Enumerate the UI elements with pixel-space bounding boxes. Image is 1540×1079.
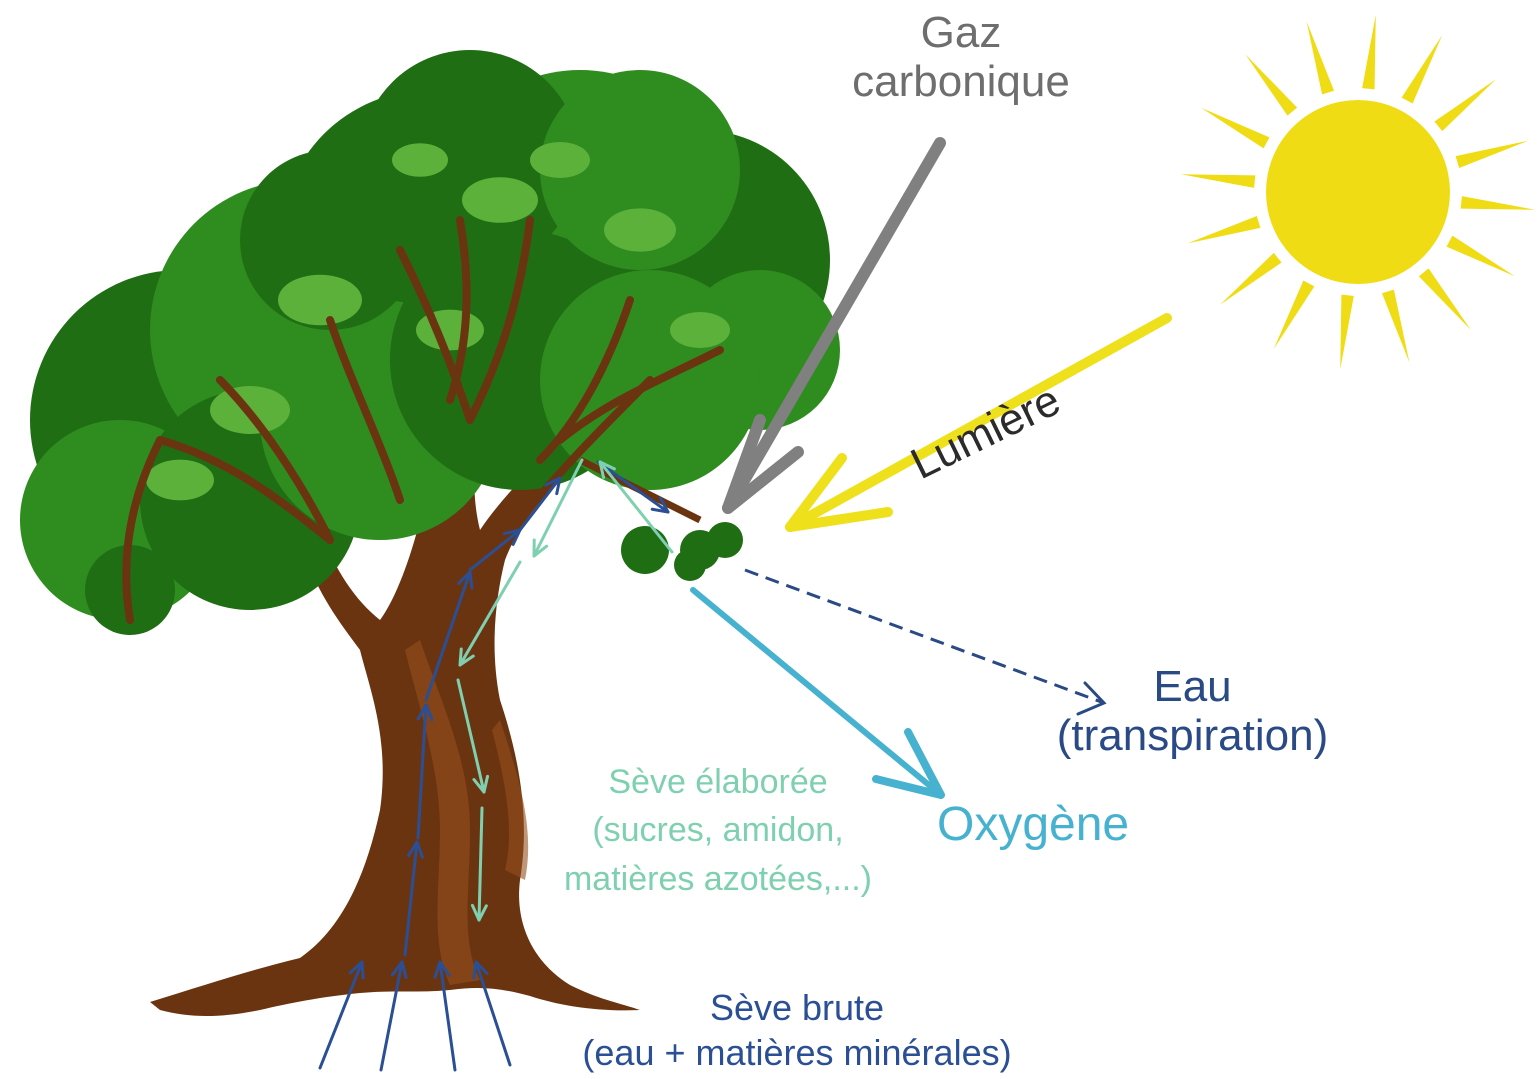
- raw-sap-line1: Sève brute: [532, 986, 1062, 1031]
- sun-ray: [1434, 79, 1495, 131]
- sun-ray: [1461, 196, 1535, 210]
- elaborated-sap-line1: Sève élaborée: [518, 758, 918, 806]
- canopy-highlight: [604, 208, 676, 251]
- raw-sap-label: Sève brute (eau + matières minérales): [532, 986, 1062, 1075]
- co2-label: Gaz carbonique: [826, 8, 1096, 107]
- elaborated-sap-line2: (sucres, amidon,: [518, 806, 918, 854]
- sun-ray: [1402, 35, 1443, 103]
- sun-ray: [1201, 108, 1269, 149]
- raw-sap-line2: (eau + matières minérales): [532, 1031, 1062, 1076]
- sun-ray: [1274, 281, 1315, 349]
- twig-leaf: [707, 522, 743, 558]
- canopy-highlight: [392, 143, 448, 177]
- sun-ray: [1181, 174, 1255, 188]
- twig-leaf: [674, 549, 706, 581]
- sun-ray: [1362, 15, 1376, 89]
- elaborated-sap-label: Sève élaborée (sucres, amidon, matières …: [518, 758, 918, 903]
- canopy-highlight: [462, 177, 538, 223]
- sun-ray: [1220, 253, 1281, 305]
- elaborated-sap-line3: matières azotées,...): [518, 855, 918, 903]
- twig-leaf: [621, 526, 669, 574]
- sun-ray: [1456, 141, 1529, 168]
- sun-ray: [1419, 268, 1471, 329]
- sun-icon: [1181, 15, 1535, 369]
- oxygen-label: Oxygène: [937, 798, 1129, 852]
- transpiration-label: Eau (transpiration): [1020, 662, 1365, 761]
- transpiration-label-line2: (transpiration): [1020, 711, 1365, 760]
- sun-ray: [1447, 236, 1515, 277]
- co2-label-line1: Gaz: [826, 8, 1096, 57]
- canopy-highlight: [146, 460, 214, 501]
- canopy-highlight: [278, 275, 362, 325]
- canopy-highlight: [530, 142, 590, 178]
- sun-ray: [1245, 54, 1297, 115]
- sun-ray: [1340, 295, 1354, 369]
- canopy-highlight: [670, 312, 730, 348]
- sun-ray: [1188, 216, 1261, 243]
- co2-label-line2: carbonique: [826, 57, 1096, 106]
- transpiration-label-line1: Eau: [1020, 662, 1365, 711]
- sun-ray: [1307, 22, 1334, 95]
- sun-ray: [1382, 290, 1409, 363]
